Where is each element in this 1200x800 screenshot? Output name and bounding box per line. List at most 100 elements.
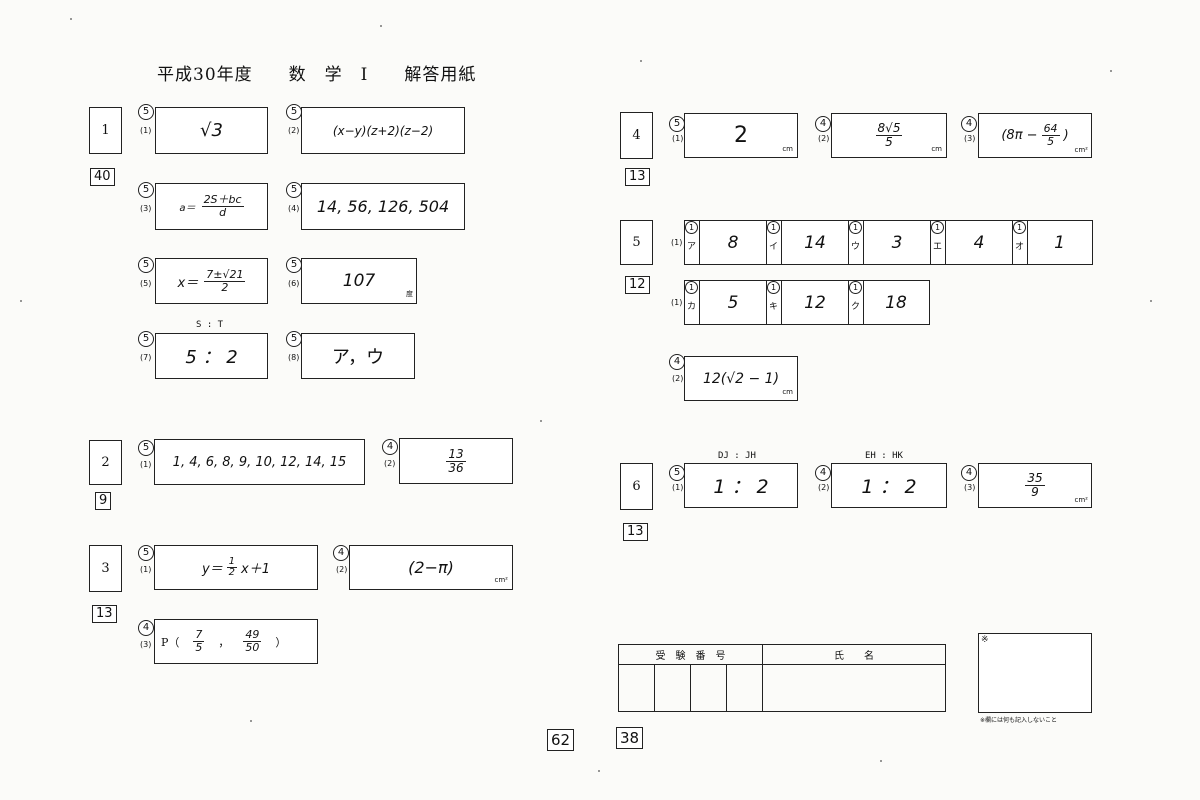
answer-text: ア，ウ	[331, 347, 385, 368]
scan-speck	[20, 300, 22, 302]
kana-label: ア	[687, 242, 697, 252]
sub-label: (3)	[140, 640, 152, 649]
answer-box-1-1[interactable]: √3	[155, 107, 268, 154]
sub-label: (7)	[140, 353, 152, 362]
denominator: 5	[1047, 135, 1055, 148]
x-numerator: 7	[193, 628, 205, 642]
answer-box-1-5[interactable]: x＝ 7±√21 2	[155, 258, 268, 304]
denominator: d	[219, 206, 227, 219]
score-q5: 12	[625, 276, 650, 294]
answer-box-6-2[interactable]: 1 ： 2	[831, 463, 947, 508]
exam-number-header: 受 験 番 号	[618, 644, 763, 665]
answer-prefix: a＝	[179, 203, 196, 214]
points-badge: 5	[286, 257, 302, 273]
answer-box-4-2[interactable]: 8√5 5 cm	[831, 113, 947, 158]
numerator: 64	[1041, 122, 1060, 136]
answer-box-3-2[interactable]: (2−π) cm²	[349, 545, 513, 590]
answer-cell-o[interactable]: 1	[1028, 221, 1091, 264]
ratio-caption: EH : HK	[865, 451, 903, 461]
denominator: 2	[221, 280, 229, 294]
points-badge: 1	[685, 221, 698, 234]
answer-box-1-4[interactable]: 14, 56, 126, 504	[301, 183, 465, 230]
answer-cell-ki[interactable]: 12	[782, 281, 849, 324]
points-badge: 1	[1013, 221, 1026, 234]
office-use-note: ※欄には何も記入しないこと	[980, 717, 1058, 724]
answer-box-6-3[interactable]: 35 9 cm²	[978, 463, 1092, 508]
kana-label: イ	[769, 242, 779, 252]
answer-box-1-2[interactable]: (x−y)(z+2)(z−2)	[301, 107, 465, 154]
unit-label: cm²	[1074, 146, 1088, 154]
unit-label: cm²	[494, 576, 508, 584]
points-badge: 4	[382, 439, 398, 455]
answer-cell-e[interactable]: 4	[946, 221, 1013, 264]
sub-label: (1)	[140, 460, 152, 469]
answer-cell-i[interactable]: 14	[782, 221, 849, 264]
question-number-1: 1	[89, 107, 122, 154]
question-number-6: 6	[620, 463, 653, 510]
answer-text: √3	[200, 120, 223, 141]
points-badge: 4	[961, 465, 977, 481]
denominator: 2	[228, 567, 236, 578]
exam-number-digit[interactable]	[654, 664, 691, 712]
unit-label: cm	[782, 145, 793, 153]
kana-cell: 1 エ	[931, 221, 946, 264]
answer-text: 1 ： 2	[861, 476, 917, 498]
ratio-caption: S : T	[196, 320, 224, 330]
question-number-5: 5	[620, 220, 653, 265]
sub-label: (4)	[288, 204, 300, 213]
answer-text: 4	[973, 232, 985, 253]
answer-box-2-2[interactable]: 13 36	[399, 438, 513, 484]
answer-text: 5 ： 2	[185, 347, 238, 368]
answer-box-2-1[interactable]: 1, 4, 6, 8, 9, 10, 12, 14, 15	[154, 439, 365, 485]
sub-label: (3)	[140, 204, 152, 213]
office-mark: ※	[981, 635, 989, 645]
numerator: 35	[1025, 471, 1045, 486]
answer-box-4-1[interactable]: 2 cm	[684, 113, 798, 158]
points-badge: 5	[138, 331, 154, 347]
points-badge: 4	[961, 116, 977, 132]
unit-label: cm²	[1074, 496, 1088, 504]
kana-label: キ	[769, 302, 779, 312]
denominator: 9	[1031, 485, 1039, 499]
answer-box-1-6[interactable]: 107 度	[301, 258, 417, 304]
sub-label: (3)	[964, 134, 976, 143]
scan-speck	[380, 25, 382, 27]
question-number-2: 2	[89, 440, 122, 485]
exam-number-digit[interactable]	[690, 664, 727, 712]
total-score-2: 38	[616, 727, 644, 749]
exam-number-digit[interactable]	[618, 664, 655, 712]
answer-box-3-3[interactable]: P（ 7 5 ， 49 50 ）	[154, 619, 318, 664]
exam-number-digit[interactable]	[726, 664, 763, 712]
sub-label: (5)	[140, 279, 152, 288]
sub-label: (2)	[336, 565, 348, 574]
answer-box-1-3[interactable]: a＝ 2S＋bc d	[155, 183, 268, 230]
answer-text: (2−π)	[408, 558, 454, 577]
unit-label: cm	[931, 145, 942, 153]
points-badge: 5	[669, 116, 685, 132]
name-field[interactable]	[762, 664, 946, 712]
answer-cell-a[interactable]: 8	[700, 221, 767, 264]
answer-cell-u[interactable]: 3	[864, 221, 931, 264]
answer-cell-ku[interactable]: 18	[864, 281, 928, 324]
answer-box-1-8[interactable]: ア，ウ	[301, 333, 415, 379]
answer-text: 2	[734, 123, 748, 148]
sub-label: (6)	[288, 279, 300, 288]
points-badge: 1	[767, 221, 780, 234]
points-badge: 4	[815, 116, 831, 132]
score-q4: 13	[625, 168, 650, 186]
answer-box-1-7[interactable]: 5 ： 2	[155, 333, 268, 379]
unit-label: 度	[406, 290, 413, 298]
answer-text: 1	[1054, 232, 1065, 253]
answer-box-3-1[interactable]: y＝ 1 2 x＋1	[154, 545, 318, 590]
answer-box-4-3[interactable]: (8π − 64 5 ) cm²	[978, 113, 1092, 158]
answer-text: 18	[885, 292, 907, 313]
answer-box-6-1[interactable]: 1 ： 2	[684, 463, 798, 508]
numerator: 2S＋bc	[201, 193, 244, 207]
y-numerator: 49	[243, 628, 262, 642]
points-badge: 5	[286, 182, 302, 198]
answer-text: 14	[804, 232, 826, 253]
answer-box-5-2[interactable]: 12(√2 − 1) cm	[684, 356, 798, 401]
scan-speck	[598, 770, 600, 772]
answer-cell-ka[interactable]: 5	[700, 281, 767, 324]
points-badge: 1	[849, 221, 862, 234]
